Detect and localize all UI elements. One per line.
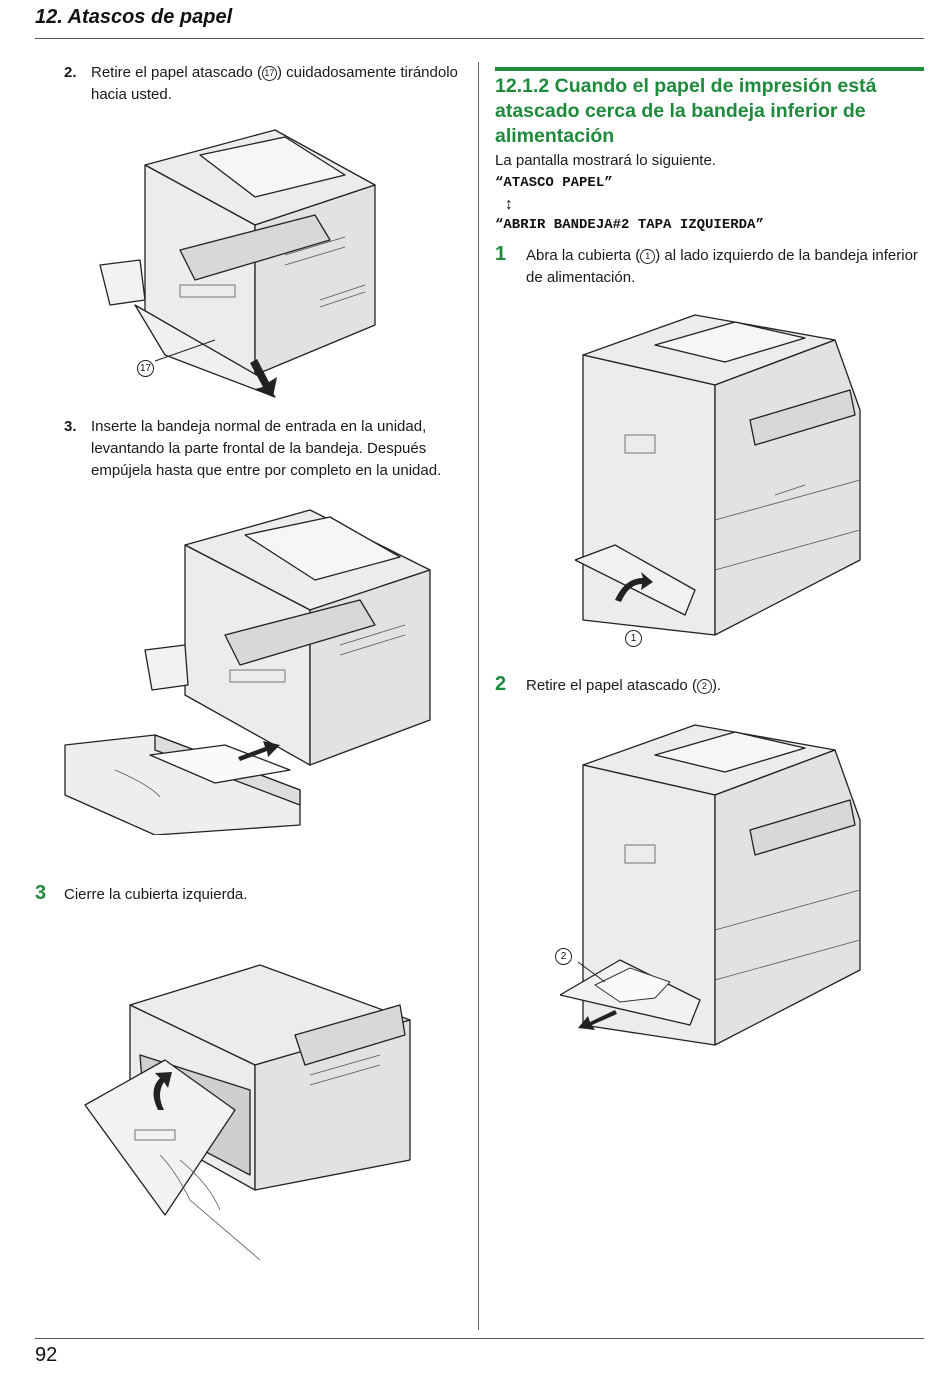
callout-inline: 1: [640, 249, 656, 264]
callout-1: 1: [625, 630, 642, 647]
page-number: 92: [35, 1344, 58, 1366]
printer-remove-paper-lower-tray-illustration: [560, 724, 861, 1046]
callout-inline: 17: [261, 66, 277, 81]
footer-rule: [35, 1338, 924, 1339]
lcd-message-2: “ABRIR BANDEJA#2 TAPA IZQUIERDA”: [495, 217, 764, 233]
intro-text: La pantalla mostrará lo siguiente.: [495, 152, 716, 169]
column-divider: [478, 62, 479, 1330]
section-accent-rule: [495, 67, 924, 71]
left-step-3-number: 3: [35, 882, 47, 904]
lcd-message-1: “ATASCO PAPEL”: [495, 175, 613, 191]
section-title: 12.1.2 Cuando el papel de impresión está…: [495, 75, 877, 147]
left-step-3-text: Cierre la cubierta izquierda.: [64, 886, 248, 903]
step-number: 3.: [64, 418, 77, 435]
callout-17: 17: [137, 360, 154, 377]
callout-inline: 2: [696, 679, 712, 694]
header-rule: [35, 38, 924, 39]
page-header-title: 12. Atascos de papel: [35, 6, 233, 28]
right-step-2-number: 2: [495, 673, 507, 695]
callout-2: 2: [555, 948, 572, 965]
right-step-1-text: Abra la cubierta (1) al lado izquierdo d…: [526, 247, 918, 286]
step-text: Retire el papel atascado (17) cuidadosam…: [91, 64, 458, 103]
printer-insert-tray-illustration: [64, 509, 431, 835]
right-step-1-number: 1: [495, 243, 507, 265]
right-step-2-text: Retire el papel atascado (2).: [526, 677, 722, 694]
printer-close-left-cover-illustration: [84, 964, 411, 1260]
printer-remove-jammed-paper-illustration: [99, 129, 376, 398]
step-text: Inserte la bandeja normal de entrada en …: [91, 418, 442, 479]
printer-open-lower-cover-illustration: [575, 314, 861, 636]
step-number: 2.: [64, 64, 77, 81]
lcd-alternate-arrow: ↕: [504, 196, 514, 214]
